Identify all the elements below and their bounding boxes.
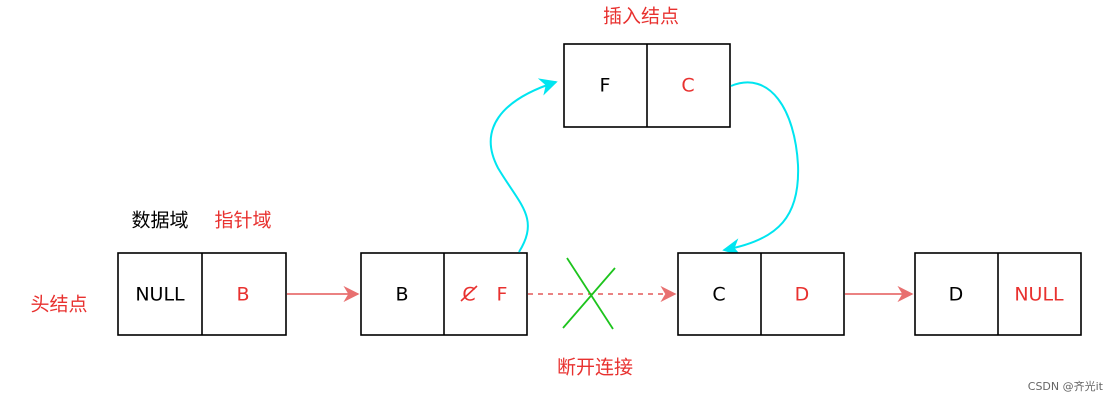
node-f-pointer: C — [681, 75, 694, 97]
node-c: C D — [677, 252, 845, 336]
new-link-arrow-b-to-f — [489, 78, 558, 253]
node-c-pointer: D — [795, 284, 810, 306]
new-link-arrow-f-to-c — [722, 81, 800, 257]
head-node-label: 头结点 — [30, 294, 87, 316]
insert-node-label: 插入结点 — [603, 6, 679, 28]
watermark-text: CSDN @齐光it — [1028, 379, 1104, 393]
pointer-field-label: 指针域 — [214, 210, 271, 232]
node-c-data: C — [712, 284, 725, 306]
node-d-pointer: NULL — [1014, 284, 1064, 306]
node-d: D NULL — [914, 252, 1082, 336]
node-b-data: B — [395, 284, 408, 306]
node-d-data: D — [949, 284, 964, 306]
strikethrough-mark — [460, 285, 478, 302]
data-field-label: 数据域 — [131, 210, 188, 232]
node-b: B C F — [360, 252, 528, 336]
head-node: NULL B — [117, 252, 287, 336]
break-link-label: 断开连接 — [557, 357, 633, 379]
head-node-pointer: B — [236, 284, 249, 306]
break-x-mark — [562, 257, 616, 330]
head-node-data: NULL — [135, 284, 185, 306]
node-f-data: F — [600, 75, 611, 97]
node-b-pointer: F — [497, 284, 508, 306]
inserted-node-f: F C — [563, 43, 731, 128]
